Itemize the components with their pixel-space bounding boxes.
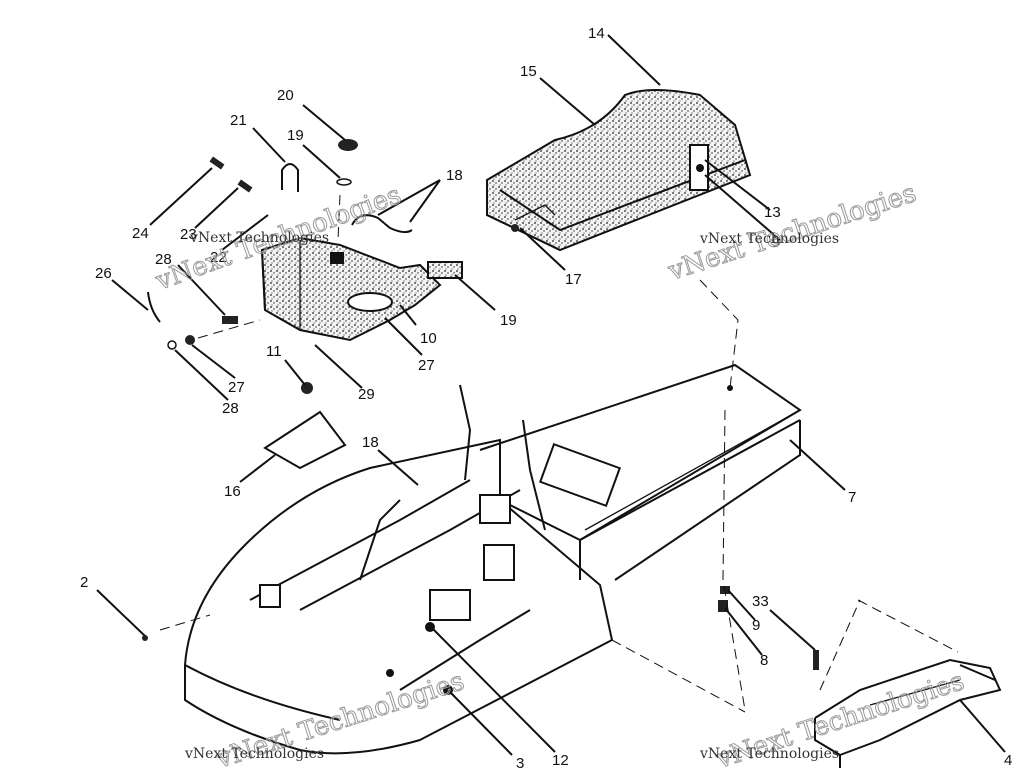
watermark-text-1: vNext Technologies — [189, 230, 329, 246]
callout-31: 29 — [358, 386, 375, 403]
callout-30: 28 — [155, 251, 172, 268]
bolt-8 — [718, 600, 728, 612]
drain-hose — [147, 291, 161, 323]
clamp-28 — [167, 340, 177, 350]
callout-17: 17 — [565, 271, 582, 288]
callout-33: 33 — [752, 593, 769, 610]
callout-4: 4 — [1004, 752, 1012, 768]
mount-bracket — [483, 544, 515, 581]
callout-23: 21 — [230, 112, 247, 129]
vent-clip — [281, 163, 299, 192]
callout-2: 2 — [80, 574, 88, 591]
callout-22: 20 — [277, 87, 294, 104]
fuel-tank-part — [260, 236, 463, 342]
cap-gasket — [336, 178, 352, 186]
callout-29: 27 — [228, 379, 245, 396]
fuel-hose — [351, 214, 413, 234]
fitting-26 — [209, 156, 225, 170]
watermark-text-4: vNext Technologies — [699, 746, 839, 762]
callout-9-upper: 9 — [772, 234, 780, 251]
callout-16: 16 — [224, 483, 241, 500]
watermark-text-2: vNext Technologies — [699, 231, 839, 247]
hinge-bracket — [538, 442, 622, 508]
callout-7: 7 — [848, 489, 856, 506]
callout-24: 22 — [210, 249, 227, 266]
callout-21: 19 — [287, 127, 304, 144]
callout-13: 13 — [764, 204, 781, 221]
callout-3: 3 — [516, 755, 524, 768]
chassis-part — [184, 363, 802, 755]
filler-neck — [330, 252, 344, 264]
plate-part-16 — [263, 410, 347, 470]
callout-14: 14 — [588, 25, 605, 42]
callout-10: 10 — [420, 330, 437, 347]
watermark-text-3: vNext Technologies — [184, 746, 324, 762]
fitting-25 — [237, 179, 253, 193]
assembly-lines — [159, 194, 959, 713]
callout-19: 19 — [500, 312, 517, 329]
callout-27-left: 26 — [95, 265, 112, 282]
fitting-30 — [222, 316, 238, 324]
callout-8: 8 — [760, 652, 768, 669]
callout-28: 28 — [222, 400, 239, 417]
callout-26: 24 — [132, 225, 149, 242]
fuel-cap — [338, 139, 358, 151]
callout-27-right: 27 — [418, 357, 435, 374]
screw-17 — [511, 224, 519, 232]
rear-bracket-part — [814, 658, 1002, 768]
callout-18: 18 — [362, 434, 379, 451]
callout-20: 18 — [446, 167, 463, 184]
callout-25: 23 — [180, 226, 197, 243]
rivet-2 — [142, 635, 148, 641]
callout-11: 11 — [266, 343, 282, 360]
seat-part — [486, 89, 752, 252]
callout-15: 15 — [520, 63, 537, 80]
callout-labels: 14 15 20 19 21 18 24 23 22 28 26 10 27 1… — [80, 25, 1012, 768]
callout-12: 12 — [552, 752, 569, 768]
steering-mount — [259, 584, 281, 608]
washer-29 — [185, 335, 195, 345]
tank-hardware — [147, 139, 413, 394]
leader-lines — [96, 34, 1006, 756]
bottom-hardware — [142, 224, 819, 670]
callout-9-lower: 9 — [752, 617, 760, 634]
clip-bracket — [479, 494, 511, 524]
bolt-33 — [813, 650, 819, 670]
tank-pad — [427, 261, 463, 279]
engine-mount — [429, 589, 471, 621]
